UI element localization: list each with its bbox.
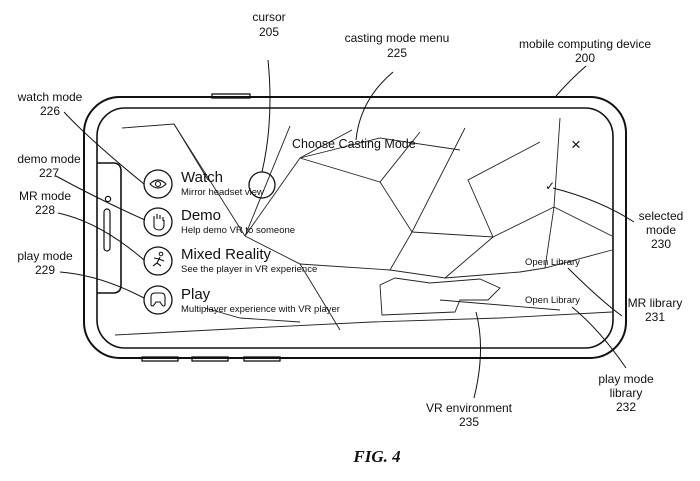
mode-subtitle: Multiplayer experience with VR player [181,304,340,315]
label-play-mode: play mode [17,249,73,263]
mode-title: Mixed Reality [181,246,272,263]
open-library-play-link[interactable]: Open Library [525,295,580,306]
hand-icon [153,214,165,231]
menu-title: Choose Casting Mode [292,137,416,151]
mode-item-mixed-reality[interactable]: Mixed Reality See the player in VR exper… [143,246,317,276]
label-selected-num: 230 [651,237,671,251]
mode-item-play[interactable]: Play Multiplayer experience with VR play… [143,285,340,315]
label-mr-library-num: 231 [645,310,665,324]
label-device-num: 200 [575,51,595,65]
reference-labels: cursor 205 casting mode menu 225 mobile … [17,10,684,429]
mode-subtitle: See the player in VR experience [181,264,317,275]
label-play-library-2: library [610,386,643,400]
label-play-library-num: 232 [616,400,636,414]
label-mr-mode-num: 228 [35,203,55,217]
label-watch-mode: watch mode [17,90,83,104]
label-watch-mode-num: 226 [40,104,60,118]
label-cursor-num: 205 [259,25,279,39]
mode-title: Demo [181,207,221,224]
mode-item-watch[interactable]: Watch Mirror headset view [143,169,264,199]
label-selected-mode: mode [646,223,676,237]
label-play-mode-num: 229 [35,263,55,277]
label-vr-environment-num: 235 [459,415,479,429]
open-library-mr-link[interactable]: Open Library [525,257,580,268]
label-casting-menu: casting mode menu [345,31,450,45]
label-demo-mode: demo mode [17,152,81,166]
close-icon[interactable]: × [571,135,581,154]
mode-item-demo[interactable]: Demo Help demo VR to someone [143,207,295,237]
label-selected: selected [639,209,684,223]
checkmark-icon: ✓ [545,179,555,193]
label-casting-menu-num: 225 [387,46,407,60]
label-play-library: play mode [598,372,654,386]
label-device: mobile computing device [519,37,651,51]
mode-title: Play [181,286,211,303]
vr-environment [114,117,613,336]
eye-icon [149,179,167,189]
mode-subtitle: Mirror headset view [181,187,264,198]
label-mr-library: MR library [628,296,683,310]
mode-subtitle: Help demo VR to someone [181,225,295,236]
label-demo-mode-num: 227 [39,166,59,180]
mode-title: Watch [181,169,223,186]
figure-caption: FIG. 4 [352,447,400,466]
gamepad-icon [150,292,166,307]
mobile-device [83,93,627,362]
label-vr-environment: VR environment [426,401,513,415]
label-cursor: cursor [252,10,285,24]
device-notch [97,162,122,294]
running-person-icon [152,251,165,267]
label-mr-mode: MR mode [19,189,71,203]
leader-lines [55,59,635,399]
